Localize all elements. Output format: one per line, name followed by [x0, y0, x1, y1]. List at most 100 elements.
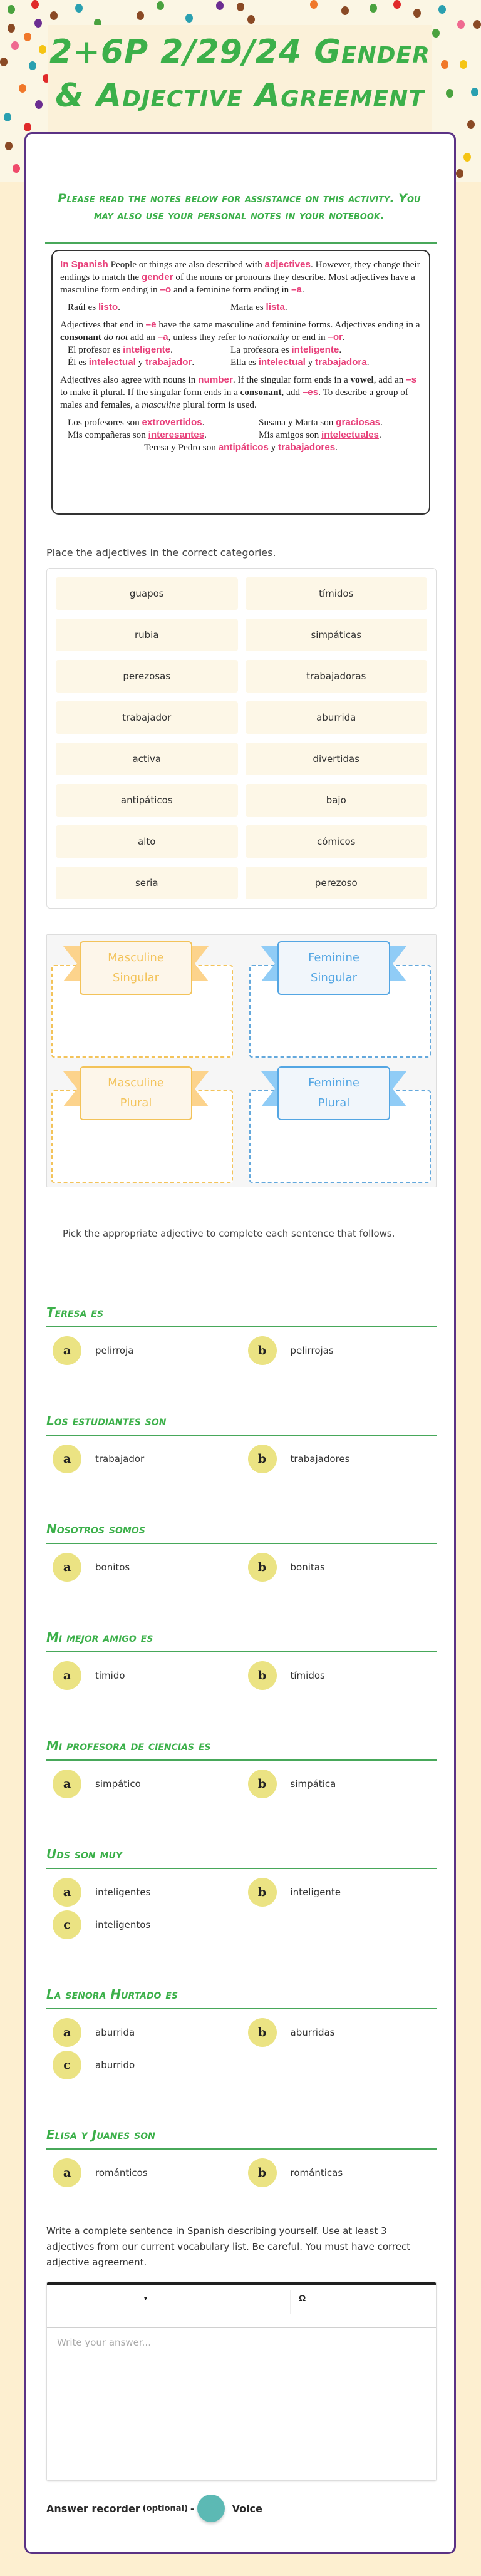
confetti-dot	[216, 1, 224, 10]
notes-highlight: antipáticos	[218, 442, 269, 453]
confetti-dot	[463, 153, 471, 162]
notes-highlight: inteligente	[291, 344, 339, 355]
confetti-dot	[31, 0, 39, 9]
draggable-chip[interactable]: simpáticas	[245, 619, 427, 651]
divider	[46, 1759, 437, 1761]
notes-text: . However, they change their endings to …	[60, 259, 420, 282]
confetti-dot	[341, 6, 349, 15]
draggable-chip[interactable]: guapos	[56, 577, 238, 610]
draggable-chip[interactable]: seria	[56, 867, 238, 899]
notes-italic: do not	[103, 332, 128, 343]
page-title: 2+6P 2/29/24 Gender & Adjective Agreemen…	[49, 33, 430, 115]
notes-text: or end in	[289, 332, 328, 343]
option-text: aburrida	[95, 2027, 135, 2038]
confetti-dot	[441, 60, 448, 69]
option-text: trabajadores	[290, 1453, 350, 1465]
draggable-chip[interactable]: rubia	[56, 619, 238, 651]
confetti-dot	[446, 89, 453, 98]
confetti-dot	[8, 5, 15, 14]
special-character-icon[interactable]: Ω	[299, 2293, 306, 2303]
notes-italic: masculine	[142, 399, 180, 410]
format-dropdown-caret-icon[interactable]: ▾	[144, 2295, 148, 2302]
option-letter-badge: b	[247, 1770, 277, 1798]
option-text: simpático	[95, 1778, 141, 1790]
voice-record-button[interactable]	[197, 2495, 225, 2522]
draggable-chip[interactable]: cómicos	[245, 825, 427, 858]
draggable-chip[interactable]: divertidas	[245, 743, 427, 775]
draggable-chip[interactable]: aburrida	[245, 701, 427, 734]
notes-bold: consonant	[240, 387, 282, 398]
notes-text: add an	[128, 332, 158, 343]
notes-highlight: graciosas	[336, 417, 381, 428]
option-letter-badge: b	[247, 1553, 277, 1582]
notes-highlight: –a	[157, 332, 168, 343]
draggable-chip[interactable]: tímidos	[245, 577, 427, 610]
option-text: inteligente	[290, 1887, 341, 1898]
answer-option[interactable]: a simpático	[46, 1770, 242, 1798]
option-letter-badge: a	[53, 1770, 81, 1798]
option-text: inteligentes	[95, 1887, 151, 1898]
option-letter-badge: a	[53, 1661, 81, 1690]
confetti-dot	[456, 169, 463, 178]
confetti-dot	[247, 15, 255, 24]
notes-highlight: extrovertidos	[142, 417, 202, 428]
confetti-dot	[24, 123, 31, 131]
draggable-chip[interactable]: perezosas	[56, 660, 238, 693]
editor-toolbar-bar	[47, 2282, 436, 2285]
option-text: tímidos	[290, 1670, 325, 1681]
divider	[46, 1435, 437, 1436]
question-title: Nosotros somos	[46, 1522, 145, 1537]
intro-text: Please read the notes below for assistan…	[58, 192, 421, 222]
confetti-dot	[370, 4, 377, 13]
category-label-line: Feminine	[308, 951, 359, 964]
notes-text: Los profesores son	[68, 417, 142, 428]
draggable-chip[interactable]: trabajador	[56, 701, 238, 734]
notes-text: , add	[281, 387, 303, 398]
divider	[46, 2148, 437, 2150]
notes-highlight: –es	[302, 387, 319, 398]
category-label-line: Masculine	[108, 1076, 164, 1090]
draggable-chip[interactable]: antipáticos	[56, 784, 238, 817]
draggable-chip[interactable]: perezoso	[245, 867, 427, 899]
notes-text: y	[305, 357, 316, 368]
divider	[46, 1326, 437, 1327]
divider	[45, 242, 437, 244]
draggable-chip[interactable]: activa	[56, 743, 238, 775]
option-letter-badge: c	[53, 1910, 81, 1939]
draggable-chip[interactable]: bajo	[245, 784, 427, 817]
question-title: Mi profesora de ciencias es	[46, 1738, 211, 1753]
draggable-chip[interactable]: trabajadoras	[245, 660, 427, 693]
notes-bold: vowel	[350, 374, 374, 385]
divider	[46, 2008, 437, 2009]
confetti-dot	[237, 3, 244, 11]
answer-textarea[interactable]	[47, 2328, 436, 2480]
confetti-dot	[413, 9, 421, 18]
notes-highlight: listo	[98, 302, 118, 312]
draggable-chip[interactable]: alto	[56, 825, 238, 858]
notes-text: .	[343, 332, 345, 343]
